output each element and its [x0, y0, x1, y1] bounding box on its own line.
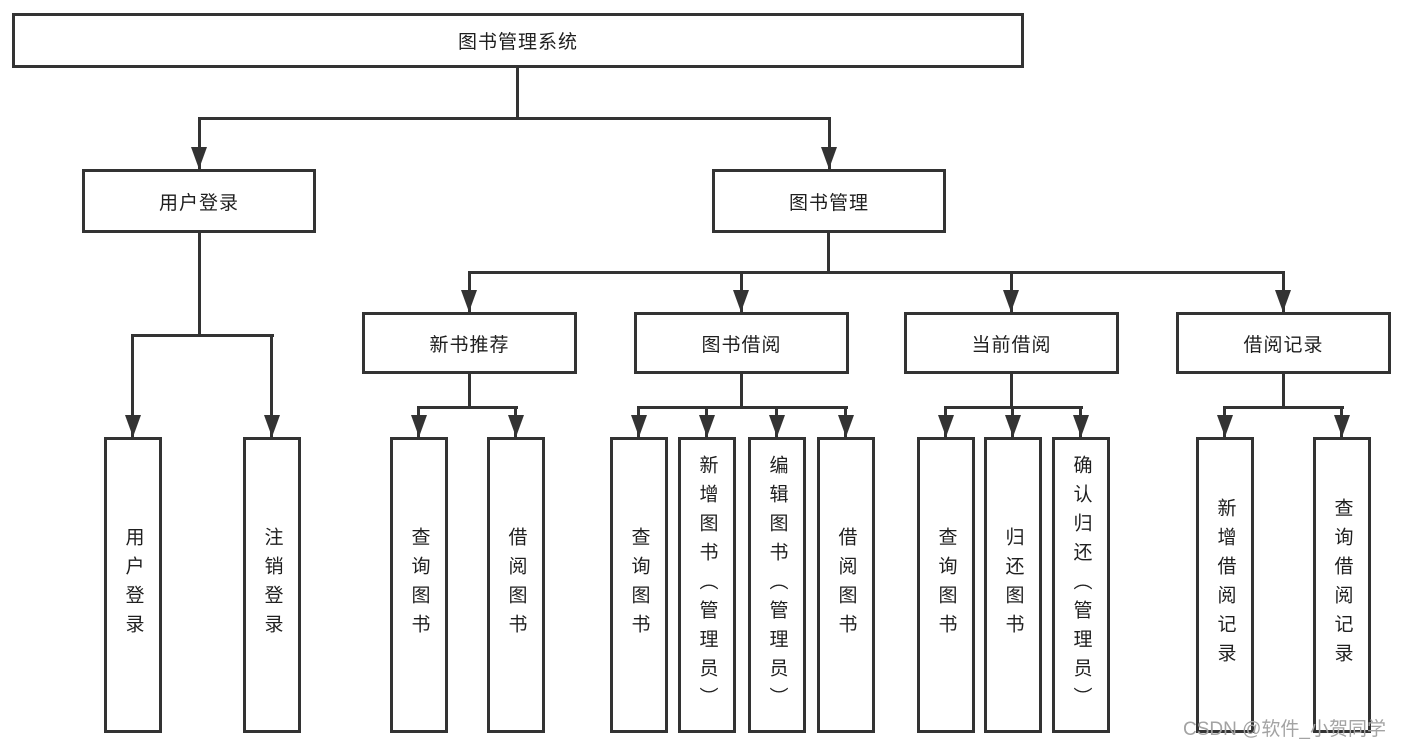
node-book-borrowing: 图书借阅 [634, 312, 849, 374]
connector-line [1010, 374, 1013, 408]
node-new-book-recommend: 新书推荐 [362, 312, 577, 374]
connector-line [131, 334, 134, 437]
connector-line [827, 233, 830, 273]
node-current-borrowing-label: 当前借阅 [971, 334, 1052, 356]
arrow-down-icon [411, 415, 427, 437]
arrow-down-icon [191, 147, 207, 169]
leaf-query-borrow-record: 查询借阅记录 [1313, 437, 1371, 733]
leaf-query-borrow-record-label: 查询借阅记录 [1331, 498, 1353, 672]
leaf-confirm-return-admin: 确认归还（管理员） [1052, 437, 1110, 733]
connector-line [516, 68, 519, 119]
node-root-label: 图书管理系统 [457, 32, 578, 53]
connector-line [468, 374, 471, 408]
arrow-down-icon [733, 290, 749, 312]
leaf-borrow-books-borrowing: 借阅图书 [817, 437, 875, 733]
connector-line [637, 406, 848, 409]
leaf-borrow-books-borrowing-label: 借阅图书 [835, 527, 857, 643]
node-book-borrowing-label: 图书借阅 [701, 334, 782, 356]
leaf-logout: 注销登录 [243, 437, 301, 733]
arrow-down-icon [1005, 415, 1021, 437]
arrow-down-icon [461, 290, 477, 312]
leaf-query-books-borrowing-label: 查询图书 [628, 527, 650, 643]
node-borrowing-records: 借阅记录 [1176, 312, 1391, 374]
node-user-login: 用户登录 [82, 169, 316, 233]
node-current-borrowing: 当前借阅 [904, 312, 1119, 374]
connector-line [198, 233, 201, 336]
leaf-add-borrow-record: 新增借阅记录 [1196, 437, 1254, 733]
leaf-query-books-current: 查询图书 [917, 437, 975, 733]
leaf-borrow-books-recommend: 借阅图书 [487, 437, 545, 733]
leaf-user-login-label: 用户登录 [122, 527, 144, 643]
connector-line [468, 271, 1285, 274]
arrow-down-icon [125, 415, 141, 437]
connector-line [1223, 406, 1344, 409]
arrow-down-icon [938, 415, 954, 437]
leaf-query-books-current-label: 查询图书 [935, 527, 957, 643]
leaf-edit-book-admin-label: 编辑图书（管理员） [766, 454, 788, 716]
connector-line [198, 117, 201, 169]
node-new-book-recommend-label: 新书推荐 [429, 334, 510, 356]
connector-line [417, 406, 518, 409]
leaf-query-books-borrowing: 查询图书 [610, 437, 668, 733]
leaf-user-login: 用户登录 [104, 437, 162, 733]
leaf-borrow-books-recommend-label: 借阅图书 [505, 527, 527, 643]
arrow-down-icon [1275, 290, 1291, 312]
node-borrowing-records-label: 借阅记录 [1243, 334, 1324, 356]
connector-line [828, 117, 831, 169]
leaf-add-book-admin: 新增图书（管理员） [678, 437, 736, 733]
leaf-query-books-recommend-label: 查询图书 [408, 527, 430, 643]
connector-line [131, 334, 274, 337]
arrow-down-icon [1073, 415, 1089, 437]
arrow-down-icon [1334, 415, 1350, 437]
connector-line [270, 334, 273, 437]
connector-line [1282, 374, 1285, 408]
csdn-watermark: CSDN @软件_小贺同学 [1183, 719, 1386, 740]
arrow-down-icon [1003, 290, 1019, 312]
leaf-add-borrow-record-label: 新增借阅记录 [1214, 498, 1236, 672]
leaf-query-books-recommend: 查询图书 [390, 437, 448, 733]
connector-line [198, 117, 831, 120]
node-book-management-label: 图书管理 [788, 192, 869, 214]
leaf-edit-book-admin: 编辑图书（管理员） [748, 437, 806, 733]
arrow-down-icon [838, 415, 854, 437]
leaf-logout-label: 注销登录 [261, 527, 283, 643]
arrow-down-icon [508, 415, 524, 437]
arrow-down-icon [1217, 415, 1233, 437]
arrow-down-icon [631, 415, 647, 437]
arrow-down-icon [769, 415, 785, 437]
connector-line [740, 374, 743, 408]
node-root: 图书管理系统 [12, 13, 1024, 68]
arrow-down-icon [821, 147, 837, 169]
leaf-add-book-admin-label: 新增图书（管理员） [696, 454, 718, 716]
leaf-return-book: 归还图书 [984, 437, 1042, 733]
arrow-down-icon [264, 415, 280, 437]
node-user-login-label: 用户登录 [158, 192, 239, 214]
leaf-return-book-label: 归还图书 [1002, 527, 1024, 643]
arrow-down-icon [699, 415, 715, 437]
node-book-management: 图书管理 [712, 169, 946, 233]
leaf-confirm-return-admin-label: 确认归还（管理员） [1070, 454, 1092, 716]
